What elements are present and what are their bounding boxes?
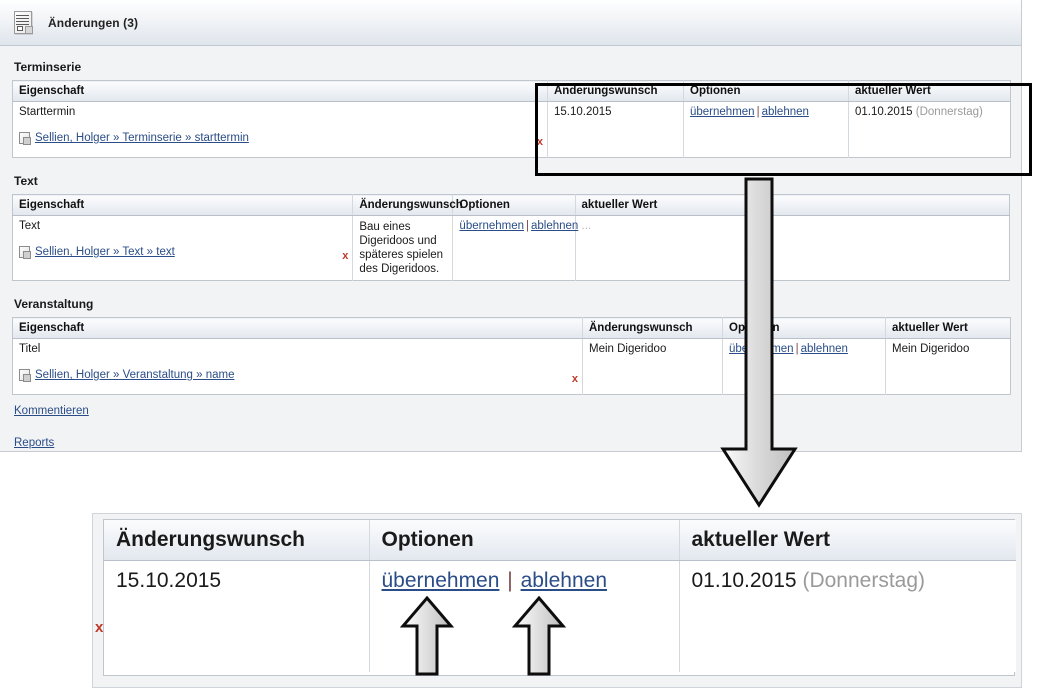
- reject-link[interactable]: ablehnen: [761, 106, 809, 118]
- property-name: Text: [19, 220, 41, 232]
- kommentieren-link[interactable]: Kommentieren: [14, 405, 89, 417]
- col-aktueller-wert: aktueller Wert: [885, 317, 1011, 339]
- table-row: Starttermin Sellien, Holger » Terminseri…: [12, 101, 1011, 158]
- record-icon: [19, 132, 31, 145]
- reject-link[interactable]: ablehnen: [520, 568, 607, 592]
- section-title-text: Text: [14, 174, 38, 188]
- section-title-veranstaltung: Veranstaltung: [14, 297, 94, 311]
- col-optionen: Optionen: [452, 194, 576, 216]
- record-icon: [19, 246, 31, 259]
- panel-body: Terminserie Eigenschaft Änderungswunsch …: [0, 46, 1021, 451]
- col-aenderungswunsch: Änderungswunsch: [352, 194, 463, 216]
- reject-link[interactable]: ablehnen: [800, 343, 848, 355]
- col-aktueller-wert: aktueller Wert: [575, 194, 1010, 216]
- callout-header-row: Änderungswunsch Optionen aktueller Wert: [104, 520, 1016, 561]
- reject-link[interactable]: ablehnen: [531, 220, 579, 232]
- breadcrumb-link[interactable]: Sellien, Holger » Veranstaltung » name: [35, 369, 235, 381]
- col-aenderungswunsch: Änderungswunsch: [104, 520, 370, 561]
- up-arrow-ablehnen: [512, 595, 566, 676]
- cell-aenderungswunsch: Mein Digeridoo: [582, 338, 723, 395]
- footer-links: Kommentieren Reports: [12, 395, 1009, 451]
- down-arrow-annotation: [720, 177, 798, 508]
- col-aktueller-wert: aktueller Wert: [679, 520, 1016, 561]
- cell-aenderungswunsch: 15.10.2015: [547, 101, 684, 158]
- table-header-row: Eigenschaft Änderungswunsch Optionen akt…: [12, 317, 1011, 339]
- table-header-row: Eigenschaft Änderungswunsch Optionen akt…: [12, 80, 1011, 102]
- record-icon: [19, 369, 31, 382]
- breadcrumb-link[interactable]: Sellien, Holger » Terminserie » startter…: [35, 132, 249, 144]
- cell-eigenschaft: Titel Sellien, Holger » Veranstaltung » …: [12, 338, 583, 395]
- table-header-row: Eigenschaft Änderungswunsch Optionen akt…: [12, 194, 1010, 216]
- cell-eigenschaft: Starttermin Sellien, Holger » Terminseri…: [12, 101, 548, 158]
- col-optionen: Optionen: [369, 520, 680, 561]
- col-eigenschaft: Eigenschaft: [12, 80, 548, 102]
- cell-optionen: übernehmen|ablehnen: [452, 215, 579, 281]
- col-optionen: Optionen: [683, 80, 849, 102]
- cell-aenderungswunsch: 15.10.2015: [104, 560, 370, 672]
- col-eigenschaft: Eigenschaft: [12, 194, 354, 216]
- table-text: Eigenschaft Änderungswunsch Optionen akt…: [12, 194, 1010, 281]
- option-separator: |: [795, 343, 799, 355]
- property-name: Starttermin: [19, 106, 76, 118]
- cell-aktueller-wert: 01.10.2015 (Donnerstag): [679, 560, 1016, 672]
- cell-optionen: übernehmen|ablehnen: [683, 101, 849, 158]
- table-row: Text Sellien, Holger » Text » text x Bau…: [12, 215, 1010, 281]
- table-veranstaltung: Eigenschaft Änderungswunsch Optionen akt…: [12, 317, 1011, 395]
- table-row: Titel Sellien, Holger » Veranstaltung » …: [12, 338, 1011, 395]
- delete-marker[interactable]: x: [571, 373, 578, 385]
- table-terminserie: Eigenschaft Änderungswunsch Optionen akt…: [12, 80, 1011, 158]
- up-arrow-uebernehmen: [400, 595, 454, 676]
- col-eigenschaft: Eigenschaft: [12, 317, 583, 339]
- delete-marker[interactable]: x: [342, 250, 349, 262]
- cell-eigenschaft: Text Sellien, Holger » Text » text x: [12, 215, 354, 281]
- page-title: Änderungen (3): [48, 15, 139, 30]
- document-changes-icon: [12, 10, 36, 36]
- reports-link[interactable]: Reports: [14, 437, 55, 449]
- cell-aenderungswunsch: Bau eines Digeridoos und späteres spiele…: [352, 215, 454, 281]
- delete-marker[interactable]: x: [95, 619, 104, 636]
- cell-aktueller-wert[interactable]: ...: [575, 215, 1010, 281]
- current-value: ...: [581, 220, 592, 232]
- col-aktueller-wert: aktueller Wert: [848, 80, 1011, 102]
- accept-link[interactable]: übernehmen: [690, 106, 755, 118]
- panel-header: Änderungen (3): [0, 0, 1021, 46]
- current-value: 01.10.2015: [855, 106, 913, 118]
- property-name: Titel: [19, 343, 41, 355]
- current-value-note: (Donnerstag): [802, 568, 926, 592]
- option-separator: |: [526, 220, 529, 232]
- cell-aktueller-wert: Mein Digeridoo: [885, 338, 1011, 395]
- option-separator: |: [756, 106, 760, 118]
- changes-panel: Änderungen (3) Terminserie Eigenschaft Ä…: [0, 0, 1022, 452]
- option-separator: |: [507, 568, 513, 592]
- current-value: 01.10.2015: [691, 568, 797, 592]
- col-aenderungswunsch: Änderungswunsch: [582, 317, 723, 339]
- delete-marker[interactable]: x: [536, 136, 543, 148]
- current-value-note: (Donnerstag): [915, 106, 983, 118]
- accept-link[interactable]: übernehmen: [381, 568, 500, 592]
- col-aenderungswunsch: Änderungswunsch: [547, 80, 684, 102]
- cell-aktueller-wert: 01.10.2015 (Donnerstag): [848, 101, 1011, 158]
- section-title-terminserie: Terminserie: [14, 60, 82, 74]
- accept-link[interactable]: übernehmen: [459, 220, 524, 232]
- breadcrumb-link[interactable]: Sellien, Holger » Text » text: [35, 246, 175, 258]
- current-value: Mein Digeridoo: [892, 343, 970, 355]
